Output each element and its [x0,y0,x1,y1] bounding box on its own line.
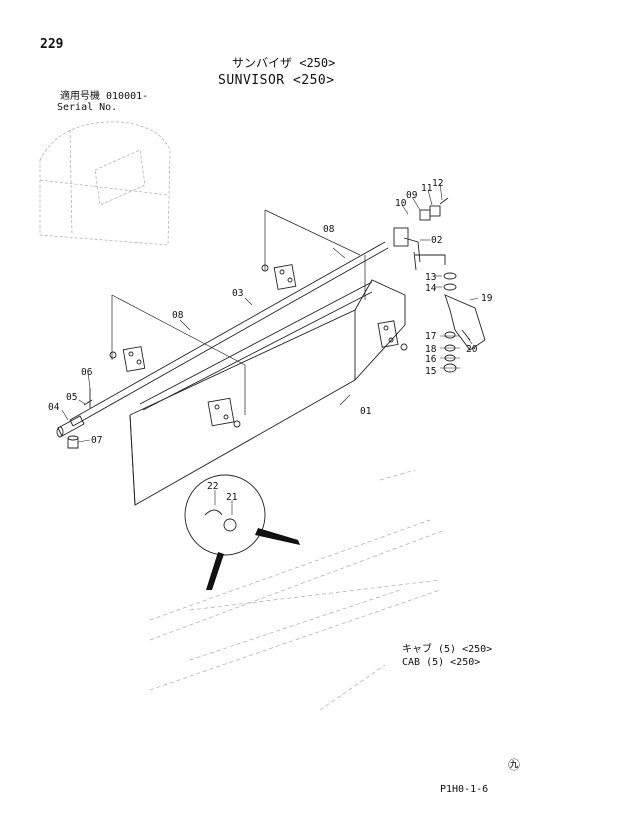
callout-21: 21 [226,492,238,503]
hinge-upper [273,264,297,290]
screws [109,264,408,428]
callout-07: 07 [91,435,102,446]
callout-01: 01 [360,406,372,417]
hinge-right [377,320,399,348]
callout-04: 04 [48,402,60,413]
page-number: 229 [40,37,64,52]
cab-outline-sketch [39,121,171,246]
cab-reference-english: CAB (5) <250> [402,657,481,668]
bracket-frame-lines [111,209,366,415]
callout-20: 20 [466,344,478,355]
serial-label-japanese: 適用号機 010001- [60,91,149,102]
callout-12: 12 [432,178,443,189]
hinge-left [122,346,146,372]
callout-15: 15 [425,366,436,377]
callout-10: 10 [395,198,407,209]
document-code: P1H0-1-6 [440,784,489,795]
circled-mark: ㊈ [508,758,520,772]
leader-lines [61,182,479,515]
serial-label-english: Serial No. [57,102,118,113]
callout-05: 05 [66,392,77,403]
title-english: SUNVISOR <250> [218,73,335,88]
detail-circle [184,474,266,556]
left-end-parts [56,388,93,449]
callout-06: 06 [81,367,93,378]
sunvisor-panel [129,279,406,506]
callout-11: 11 [421,183,433,194]
callout-22: 22 [207,481,218,492]
callout-08-left: 08 [172,310,184,321]
callout-19: 19 [481,293,493,304]
part-callouts: 01 02 03 04 05 06 07 08 08 09 10 11 12 1… [48,178,493,503]
title-japanese: サンバイザ <250> [232,56,336,70]
callout-14: 14 [425,283,437,294]
callout-03: 03 [232,288,243,299]
callout-09: 09 [406,190,418,201]
callout-02: 02 [431,235,442,246]
hinge-center [207,397,235,427]
cab-rail-sketch [149,469,446,711]
callout-13: 13 [425,272,436,283]
callout-16: 16 [425,354,437,365]
cab-reference-japanese: キャブ (5) <250> [402,644,493,655]
callout-08-upper: 08 [323,224,335,235]
callout-18: 18 [425,344,437,355]
detail-pointers [206,528,300,590]
callout-17: 17 [425,331,436,342]
